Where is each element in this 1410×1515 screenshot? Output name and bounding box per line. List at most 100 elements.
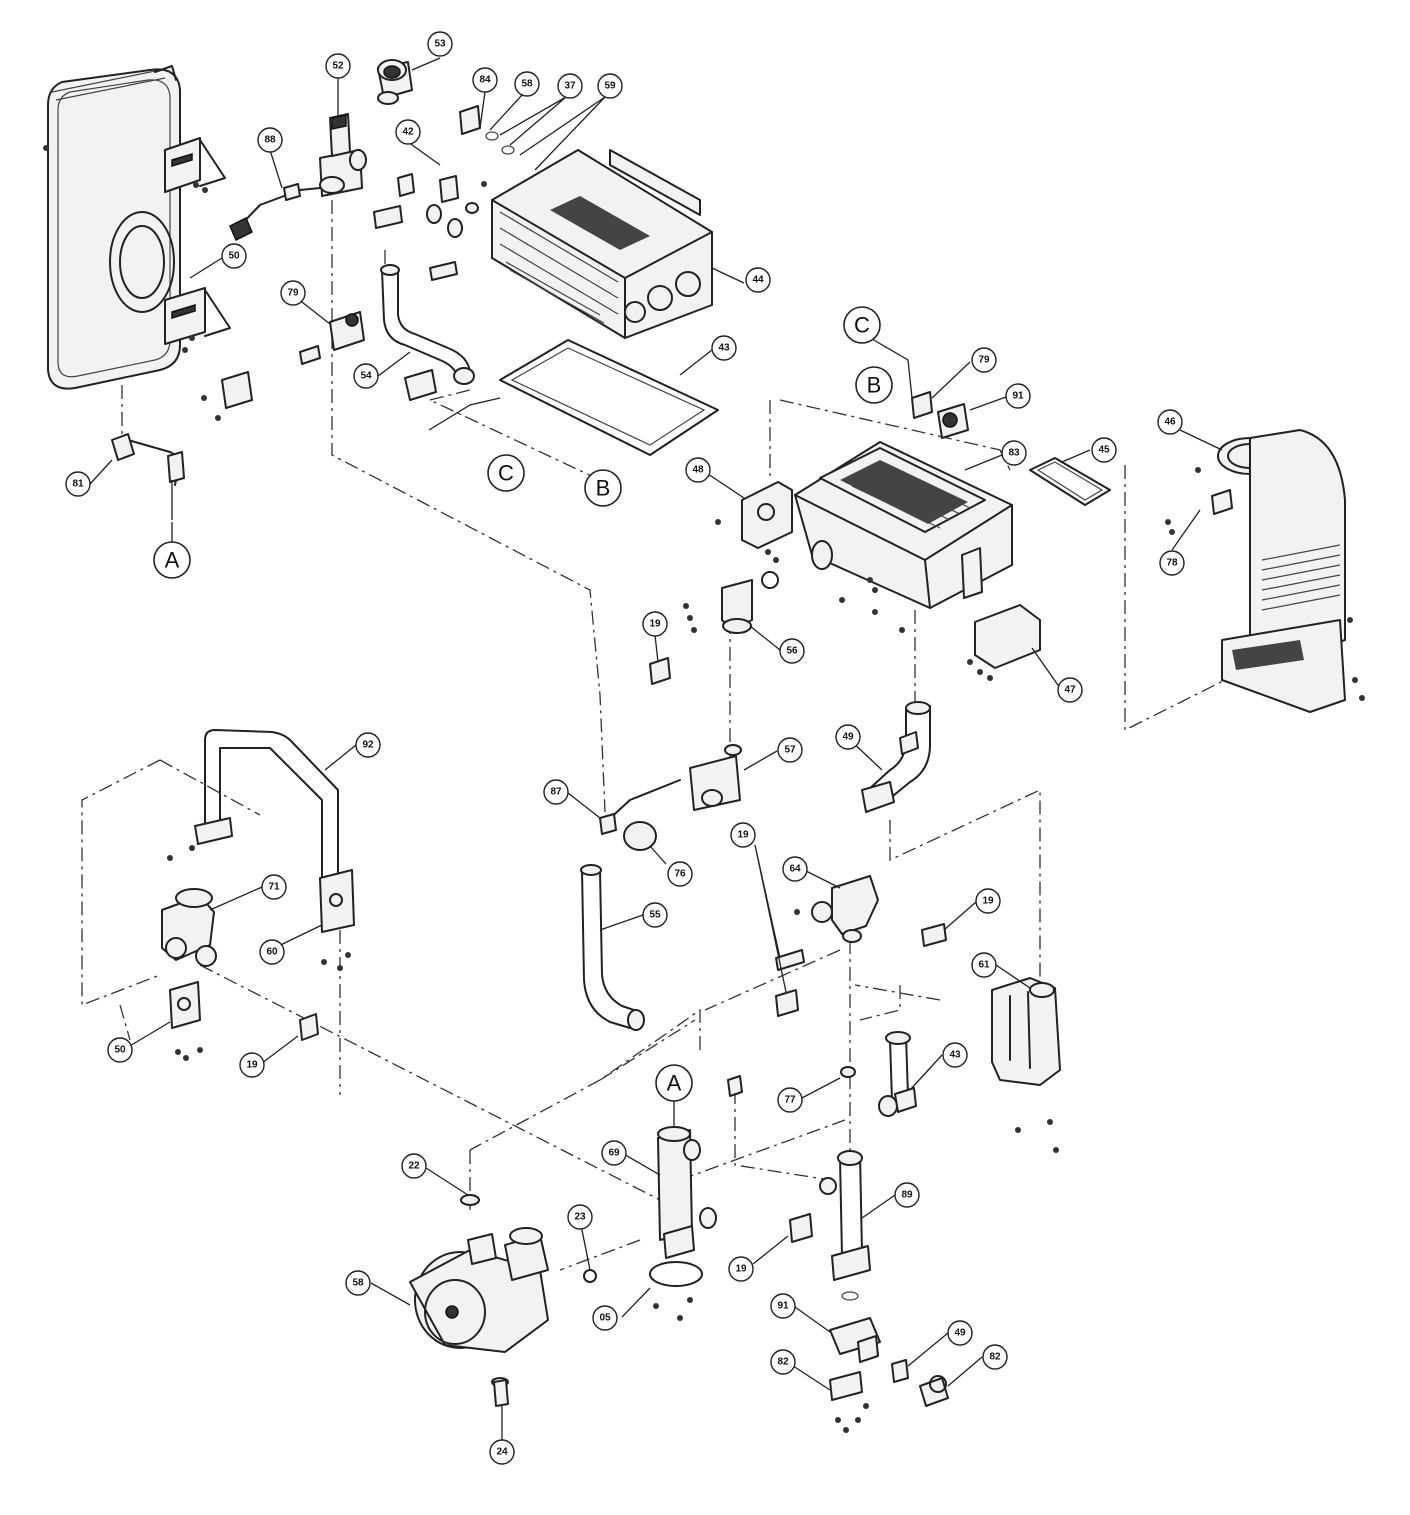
bypass-69	[657, 1126, 717, 1259]
fitting-77	[840, 1066, 856, 1078]
svg-text:43: 43	[949, 1050, 961, 1061]
part-label: 47	[1057, 677, 1083, 703]
part-label: 88	[257, 127, 283, 153]
ref-c-top-text: C	[854, 313, 870, 338]
sensor-87-and-76	[599, 779, 681, 851]
svg-text:60: 60	[266, 947, 278, 958]
svg-text:19: 19	[735, 1264, 747, 1275]
svg-text:19: 19	[737, 830, 749, 841]
part-label: 54	[353, 363, 379, 389]
svg-text:49: 49	[842, 732, 854, 743]
part-label: 76	[667, 861, 693, 887]
svg-text:83: 83	[1008, 448, 1020, 459]
part-label: 69	[601, 1140, 627, 1166]
part-label: 79	[280, 280, 306, 306]
pipe-43-bottom	[878, 1031, 917, 1117]
part-label: 22	[401, 1153, 427, 1179]
ref-a-top-text: A	[165, 548, 180, 573]
svg-text:23: 23	[574, 1212, 586, 1223]
svg-text:79: 79	[978, 355, 990, 366]
part-label: 79	[971, 347, 997, 373]
svg-text:76: 76	[674, 869, 686, 880]
part-label: 50	[221, 243, 247, 269]
part-label: 46	[1157, 409, 1183, 435]
svg-text:46: 46	[1164, 417, 1176, 428]
svg-text:54: 54	[360, 371, 372, 382]
svg-text:89: 89	[901, 1190, 913, 1201]
vessel-hose	[111, 433, 185, 520]
svg-text:58: 58	[521, 79, 533, 90]
part-label: 91	[770, 1293, 796, 1319]
part-label: 24	[489, 1439, 515, 1465]
elbow-fitting-top	[377, 59, 413, 105]
bracket-50-left	[169, 981, 203, 1061]
ref-b-bottom-text: B	[596, 476, 611, 501]
part-label: 19	[730, 822, 756, 848]
part-label: 58	[514, 71, 540, 97]
part-label: 43	[942, 1042, 968, 1068]
part-label: 43	[711, 335, 737, 361]
part-label: 71	[261, 874, 287, 900]
pipe-bend-54	[380, 264, 471, 379]
pump-assembly	[409, 1194, 597, 1407]
part-label: 48	[685, 457, 711, 483]
flue-fan-assembly	[1165, 429, 1365, 713]
expansion-vessel	[43, 65, 181, 390]
part-label: 19	[728, 1256, 754, 1282]
svg-text:05: 05	[599, 1313, 611, 1324]
part-label: 78	[1159, 550, 1185, 576]
valve-body-57	[689, 744, 742, 811]
assembly-lines	[81, 200, 1226, 1271]
bracket-47	[967, 604, 1041, 681]
svg-text:48: 48	[692, 465, 704, 476]
svg-text:91: 91	[777, 1301, 789, 1312]
part-label: 50	[107, 1037, 133, 1063]
gasket-43-top	[499, 339, 719, 456]
valve-64	[794, 875, 879, 943]
part-label: 57	[777, 737, 803, 763]
svg-text:19: 19	[649, 619, 661, 630]
svg-text:69: 69	[608, 1148, 620, 1159]
part-label: 81	[65, 471, 91, 497]
bracket-91-bottom	[829, 1317, 881, 1433]
svg-text:58: 58	[352, 1278, 364, 1289]
svg-text:22: 22	[408, 1161, 420, 1172]
part-label: 56	[779, 638, 805, 664]
reference-marker-b-top: B	[855, 366, 893, 404]
svg-text:19: 19	[982, 896, 994, 907]
ref-a-bottom-text: A	[667, 1071, 682, 1096]
part-label: 05	[592, 1305, 618, 1331]
svg-text:55: 55	[649, 910, 661, 921]
svg-text:61: 61	[978, 960, 990, 971]
part-label: 23	[567, 1204, 593, 1230]
component-61	[991, 977, 1061, 1153]
clip-79-and-91	[911, 391, 969, 439]
part-label: 19	[239, 1052, 265, 1078]
svg-text:77: 77	[784, 1095, 796, 1106]
clip-19-a	[649, 657, 671, 685]
svg-text:81: 81	[72, 479, 84, 490]
svg-text:50: 50	[114, 1045, 126, 1056]
vessel-bracket-bottom	[164, 287, 231, 353]
bracket-48	[715, 481, 793, 563]
svg-text:71: 71	[268, 882, 280, 893]
pipe-49	[861, 701, 931, 813]
svg-text:78: 78	[1166, 558, 1178, 569]
part-label: 77	[777, 1087, 803, 1113]
brackets-misc	[201, 261, 458, 421]
svg-text:24: 24	[496, 1447, 508, 1458]
svg-text:19: 19	[246, 1060, 258, 1071]
bracket-05	[649, 1261, 703, 1321]
svg-text:82: 82	[989, 1352, 1001, 1363]
part-label: 49	[835, 724, 861, 750]
svg-text:44: 44	[752, 275, 764, 286]
svg-text:43: 43	[718, 343, 730, 354]
part-label: 44	[745, 267, 771, 293]
part-label: 42	[395, 119, 421, 145]
svg-text:50: 50	[228, 251, 240, 262]
ref-b-top-text: B	[867, 373, 882, 398]
part-label: 89	[894, 1182, 920, 1208]
svg-text:87: 87	[550, 787, 562, 798]
heat-exchanger	[491, 149, 713, 339]
